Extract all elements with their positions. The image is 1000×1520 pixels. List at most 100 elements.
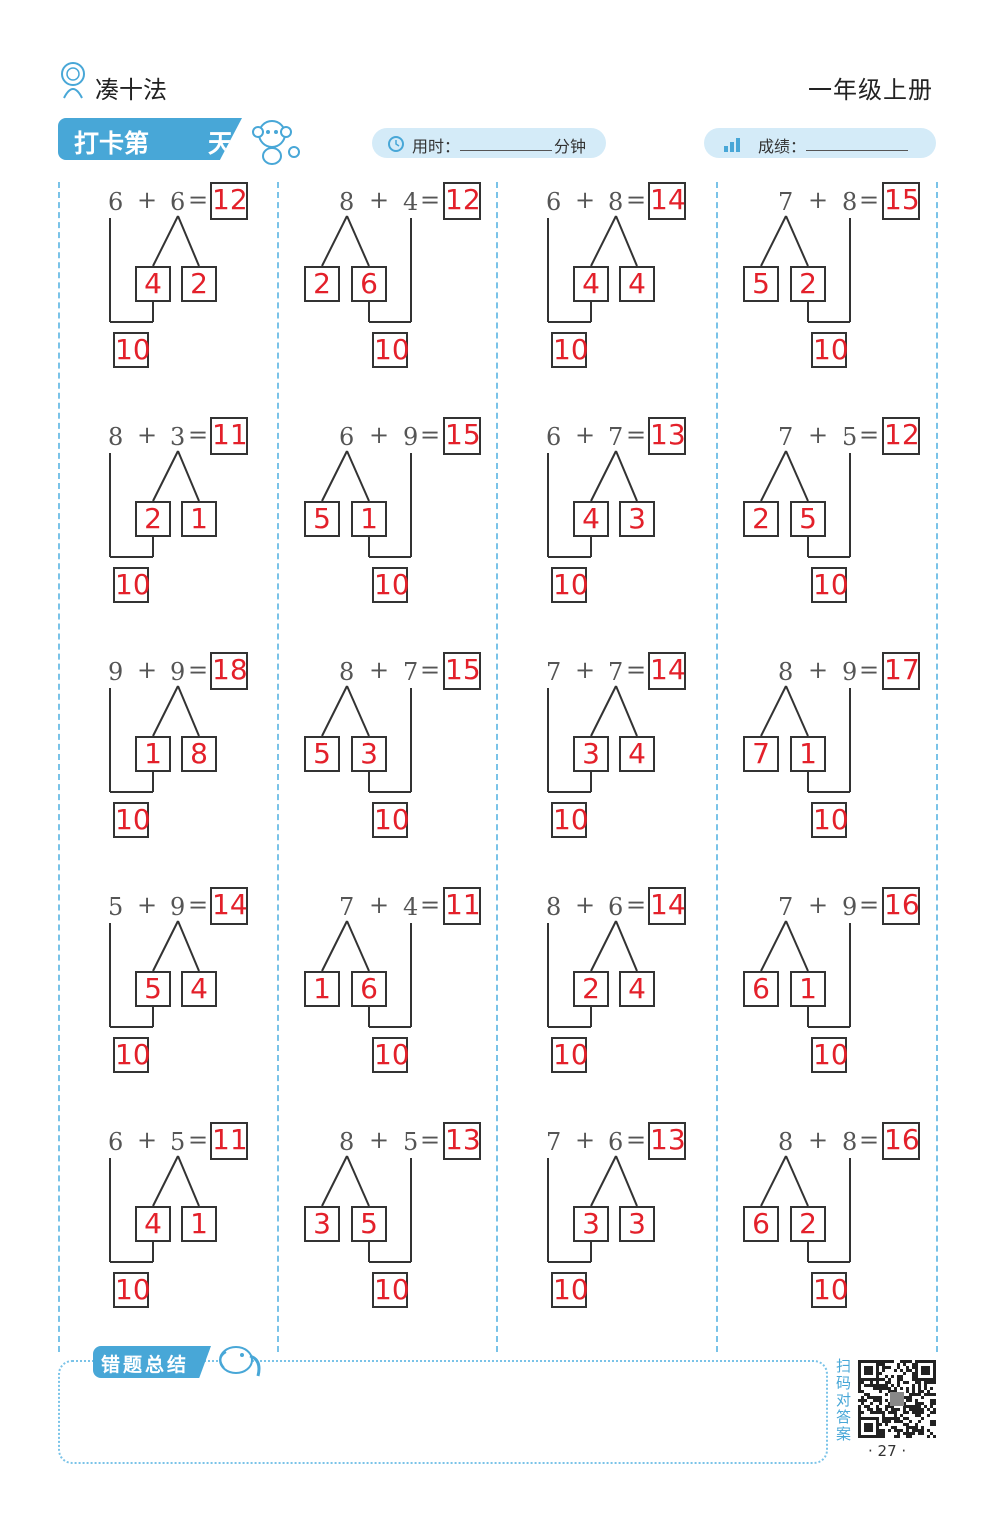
part-box-1[interactable]: 4	[573, 501, 609, 537]
plus-sign: +	[808, 186, 829, 214]
part-box-1[interactable]: 5	[304, 736, 340, 772]
answer-box[interactable]: 11	[210, 1122, 248, 1160]
part-box-1[interactable]: 3	[304, 1206, 340, 1242]
answer-box[interactable]: 14	[210, 887, 248, 925]
part-box-1[interactable]: 6	[743, 1206, 779, 1242]
addend-b: 5	[842, 423, 858, 451]
part-box-2[interactable]: 5	[790, 501, 826, 537]
plus-sign: +	[575, 656, 596, 684]
answer-box[interactable]: 14	[648, 182, 686, 220]
equals-sign: =	[188, 891, 209, 919]
part-box-2[interactable]: 2	[181, 266, 217, 302]
part-box-2[interactable]: 8	[181, 736, 217, 772]
part-box-1[interactable]: 2	[135, 501, 171, 537]
decomposition-lines	[321, 1155, 412, 1263]
equals-sign: =	[626, 891, 647, 919]
answer-box[interactable]: 12	[443, 182, 481, 220]
part-box-2[interactable]: 1	[790, 971, 826, 1007]
part-box-1[interactable]: 2	[743, 501, 779, 537]
time-input[interactable]	[460, 150, 552, 151]
part-box-1[interactable]: 3	[573, 1206, 609, 1242]
qr-code-icon[interactable]	[858, 1360, 936, 1438]
addend-a: 7	[778, 423, 794, 451]
answer-box[interactable]: 14	[648, 652, 686, 690]
answer-box[interactable]: 16	[882, 887, 920, 925]
part-box-1[interactable]: 4	[573, 266, 609, 302]
answer-box[interactable]: 11	[210, 417, 248, 455]
part-box-2[interactable]: 5	[351, 1206, 387, 1242]
decomposition-lines	[109, 1155, 200, 1263]
part-box-1[interactable]: 7	[743, 736, 779, 772]
part-box-2[interactable]: 3	[351, 736, 387, 772]
part-box-2[interactable]: 1	[351, 501, 387, 537]
time-field: 用时： 分钟	[372, 128, 606, 158]
addend-b: 9	[403, 423, 419, 451]
column-divider	[58, 182, 60, 1352]
part-box-2[interactable]: 2	[790, 266, 826, 302]
part-box-1[interactable]: 1	[304, 971, 340, 1007]
part-box-2[interactable]: 1	[790, 736, 826, 772]
addend-a: 6	[339, 423, 355, 451]
part-box-2[interactable]: 4	[619, 736, 655, 772]
addend-b: 7	[608, 423, 624, 451]
part-box-1[interactable]: 5	[743, 266, 779, 302]
decomposition-lines	[321, 450, 412, 558]
addend-a: 7	[778, 893, 794, 921]
decomposition-lines	[109, 685, 200, 793]
answer-box[interactable]: 15	[443, 652, 481, 690]
part-box-2[interactable]: 6	[351, 971, 387, 1007]
answer-box[interactable]: 12	[882, 417, 920, 455]
answer-box[interactable]: 15	[882, 182, 920, 220]
addend-b: 6	[608, 1128, 624, 1156]
answer-box[interactable]: 13	[648, 417, 686, 455]
ten-box: 10	[551, 567, 589, 603]
addend-a: 5	[108, 893, 124, 921]
part-box-2[interactable]: 3	[619, 501, 655, 537]
column-divider	[496, 182, 498, 1352]
decomposition-lines	[109, 920, 200, 1028]
part-box-2[interactable]: 3	[619, 1206, 655, 1242]
equals-sign: =	[626, 1126, 647, 1154]
plus-sign: +	[137, 421, 158, 449]
part-box-2[interactable]: 2	[790, 1206, 826, 1242]
part-box-1[interactable]: 2	[573, 971, 609, 1007]
answer-box[interactable]: 13	[443, 1122, 481, 1160]
part-box-1[interactable]: 5	[304, 501, 340, 537]
answer-box[interactable]: 11	[443, 887, 481, 925]
error-summary-box[interactable]	[58, 1360, 828, 1464]
part-box-2[interactable]: 1	[181, 1206, 217, 1242]
answer-box[interactable]: 12	[210, 182, 248, 220]
part-box-2[interactable]: 4	[181, 971, 217, 1007]
answer-box[interactable]: 13	[648, 1122, 686, 1160]
part-box-2[interactable]: 4	[619, 266, 655, 302]
part-box-1[interactable]: 1	[135, 736, 171, 772]
answer-box[interactable]: 15	[443, 417, 481, 455]
ten-box: 10	[113, 802, 151, 838]
part-box-1[interactable]: 3	[573, 736, 609, 772]
equals-sign: =	[420, 421, 441, 449]
answer-box[interactable]: 18	[210, 652, 248, 690]
part-box-1[interactable]: 6	[743, 971, 779, 1007]
part-box-2[interactable]: 6	[351, 266, 387, 302]
equals-sign: =	[859, 1126, 880, 1154]
decomposition-lines	[760, 1155, 851, 1263]
score-label: 成绩：	[758, 137, 807, 156]
part-box-1[interactable]: 2	[304, 266, 340, 302]
answer-box[interactable]: 17	[882, 652, 920, 690]
part-box-1[interactable]: 4	[135, 1206, 171, 1242]
column-divider	[277, 182, 279, 1352]
part-box-2[interactable]: 1	[181, 501, 217, 537]
part-box-2[interactable]: 4	[619, 971, 655, 1007]
book-title: 凑十法	[95, 76, 167, 104]
part-box-1[interactable]: 4	[135, 266, 171, 302]
ten-box: 10	[551, 802, 589, 838]
score-input[interactable]	[806, 150, 908, 151]
answer-box[interactable]: 16	[882, 1122, 920, 1160]
part-box-1[interactable]: 5	[135, 971, 171, 1007]
addend-a: 6	[546, 188, 562, 216]
scan-for-answers: 扫码对答案	[836, 1357, 852, 1443]
answer-box[interactable]: 14	[648, 887, 686, 925]
